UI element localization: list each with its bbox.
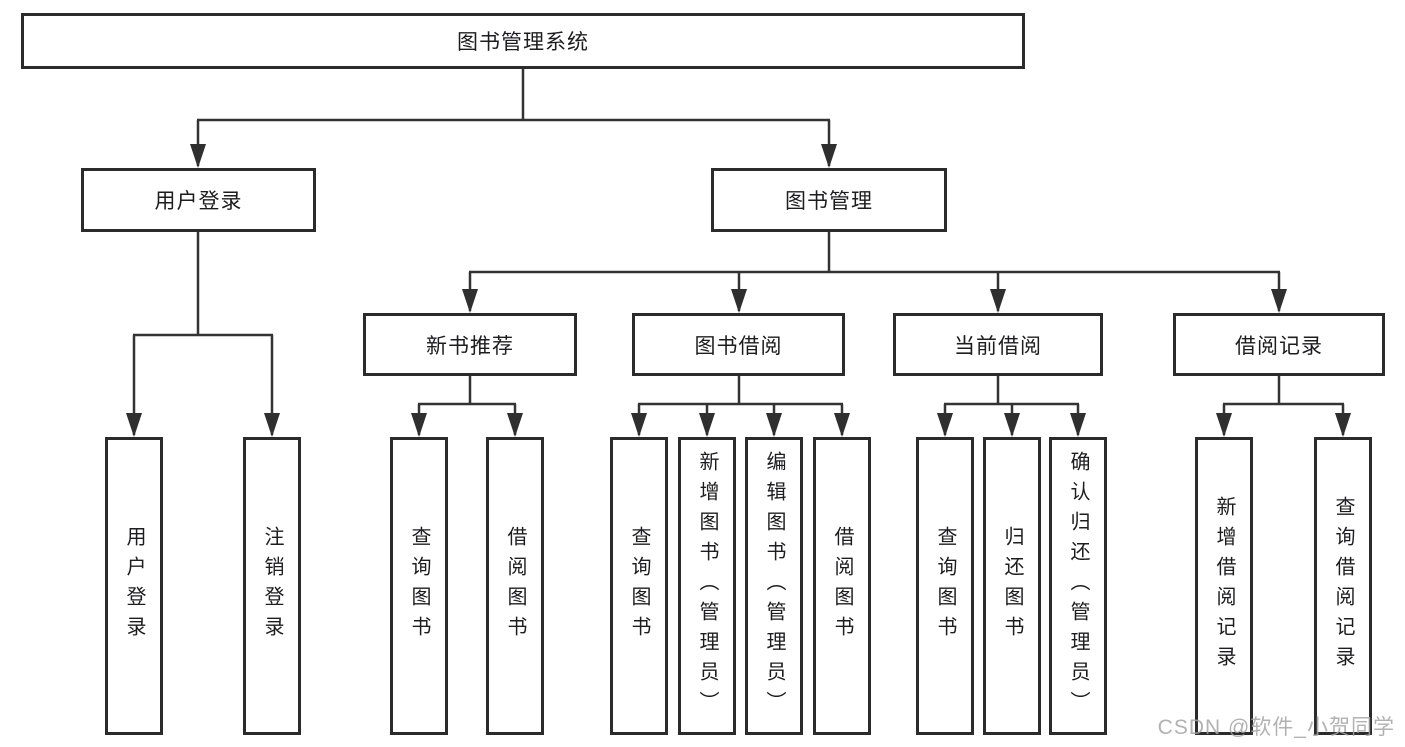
node-label: 新书推荐 [426, 334, 514, 358]
arrowhead [126, 413, 142, 437]
arrowhead [1216, 413, 1232, 437]
leaf-query-books: 查询图书 [390, 437, 448, 735]
csdn-watermark: CSDN @软件_小贺同学 [1157, 716, 1395, 739]
node-label: 查询借阅记录 [1332, 496, 1354, 676]
node-book-management-branch: 图书管理 [711, 168, 947, 232]
tree-edges [132, 69, 1345, 435]
arrowhead [507, 413, 523, 437]
node-label: 归还图书 [1001, 526, 1023, 646]
node-label: 图书借阅 [694, 334, 783, 358]
arrowhead [1335, 413, 1351, 437]
leaf-return-books: 归还图书 [983, 437, 1041, 735]
node-label: 新增图书（管理员） [696, 451, 718, 721]
leaf-query-borrow-record: 查询借阅记录 [1314, 437, 1372, 735]
node-label: 图书管理系统 [457, 31, 589, 54]
node-new-book-recommendation: 新书推荐 [363, 313, 577, 376]
node-label: 借阅图书 [504, 526, 526, 646]
leaf-query-books: 查询图书 [610, 437, 668, 735]
node-label: 查询图书 [408, 526, 430, 646]
leaf-query-books: 查询图书 [916, 437, 974, 735]
arrowhead [937, 413, 953, 437]
arrowhead [766, 413, 782, 437]
arrowhead [990, 289, 1006, 313]
leaf-confirm-return-admin: 确认归还（管理员） [1049, 437, 1107, 735]
node-user-login-branch: 用户登录 [81, 168, 316, 232]
arrowhead [699, 413, 715, 437]
arrowhead [821, 144, 837, 168]
leaf-user-login: 用户登录 [105, 437, 163, 735]
node-label: 编辑图书（管理员） [763, 451, 785, 721]
arrowhead [1004, 413, 1020, 437]
node-label: 借阅图书 [831, 526, 853, 646]
node-book-borrowing: 图书借阅 [632, 313, 845, 376]
node-label: 借阅记录 [1235, 334, 1323, 358]
leaf-logout: 注销登录 [243, 437, 301, 735]
node-label: 新增借阅记录 [1213, 496, 1235, 676]
node-current-borrowing: 当前借阅 [893, 313, 1103, 376]
node-label: 注销登录 [261, 526, 283, 646]
node-borrowing-records: 借阅记录 [1173, 313, 1385, 376]
arrowhead [731, 289, 747, 313]
arrowhead [1070, 413, 1086, 437]
node-library-management-system: 图书管理系统 [21, 13, 1025, 69]
node-label: 确认归还（管理员） [1067, 451, 1089, 721]
node-label: 用户登录 [154, 190, 243, 213]
node-label: 用户登录 [123, 526, 145, 646]
arrowhead [411, 413, 427, 437]
node-label: 查询图书 [934, 526, 956, 646]
node-label: 图书管理 [785, 190, 873, 213]
arrowhead [834, 413, 850, 437]
arrowhead [264, 413, 280, 437]
arrowhead [631, 413, 647, 437]
node-label: 查询图书 [628, 526, 650, 646]
leaf-add-book-admin: 新增图书（管理员） [678, 437, 736, 735]
arrowhead [1271, 289, 1287, 313]
leaf-add-borrow-record: 新增借阅记录 [1195, 437, 1253, 735]
leaf-borrow-books: 借阅图书 [813, 437, 871, 735]
arrowhead [190, 144, 206, 168]
leaf-borrow-books: 借阅图书 [486, 437, 544, 735]
leaf-edit-book-admin: 编辑图书（管理员） [745, 437, 803, 735]
node-label: 当前借阅 [954, 334, 1042, 358]
arrowhead [462, 289, 478, 313]
